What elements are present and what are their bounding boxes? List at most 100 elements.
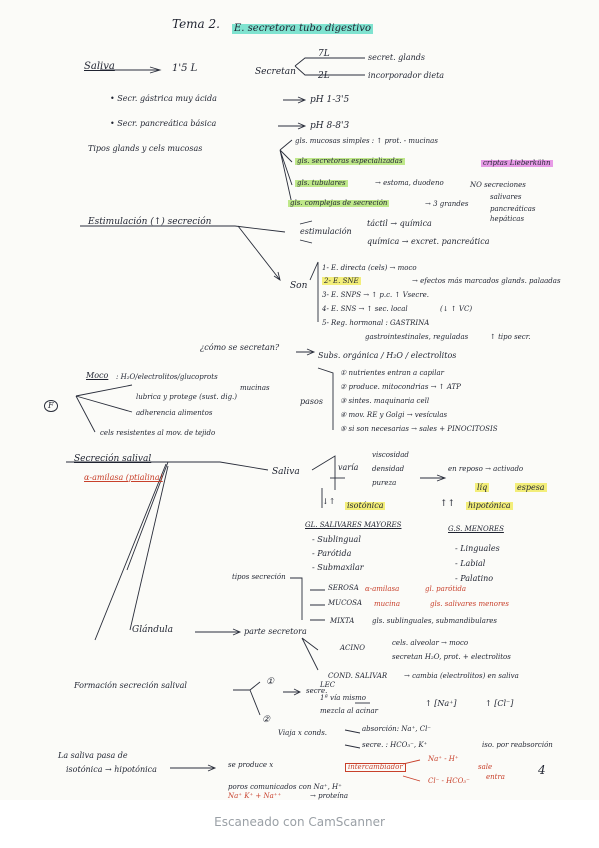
moco-item-3: cels resistentes al mov. de tejido — [100, 429, 216, 437]
salivares-text: salivares — [490, 193, 522, 201]
conducto-label: COND. SALIVAR — [328, 672, 388, 680]
estim-list-1: 1- E. directa (cels) → moco — [322, 264, 417, 272]
amount-7l: 7L — [318, 49, 330, 59]
param-densidad: densidad — [372, 465, 405, 473]
pancreatic-ph: pH 8-8'3 — [310, 121, 350, 131]
pasa-line2: isotónica → hipotónica — [66, 765, 157, 774]
lec-2: 1ª vía mismo — [320, 694, 366, 702]
mayores-3: - Submaxilar — [312, 563, 364, 572]
estim-tipo-secr: ↑ tipo secr. — [490, 333, 531, 341]
estim-label: Estimulación (↑) secreción — [88, 217, 212, 227]
dest-incorporador: incorporador dieta — [368, 71, 445, 80]
page-number: 4 — [538, 763, 546, 777]
subject-title: E. secretora tubo digestivo — [232, 23, 373, 34]
mucosa-red: mucina — [374, 600, 400, 608]
dest-secret-glands: secret. glands — [368, 53, 426, 62]
como-subs: Subs. orgánica / H₂O / electrolitos — [318, 351, 457, 360]
mixta-dest: gls. sublinguales, submandibulares — [372, 617, 498, 625]
paso-5: ⑤ si son necesarias → sales + PINOCITOSI… — [340, 425, 498, 433]
tipos-secrecion: tipos secreción — [232, 573, 286, 581]
mayores-label: GL. SALIVARES MAYORES — [305, 521, 402, 529]
moco-label: Moco — [86, 371, 109, 380]
amylase-text: α-amilasa (ptialina) — [84, 473, 163, 482]
hepaticas-text: hepáticas — [490, 215, 525, 223]
no-secreciones: NO secreciones — [470, 181, 526, 189]
notebook-page — [0, 0, 599, 800]
gland-item-3: gls. tubulares — [295, 179, 348, 187]
pasa-line1: La saliva pasa de — [58, 751, 128, 760]
estim-tactil: táctil → química — [367, 219, 432, 228]
paso-4: ④ mov. RE y Golgi → vesículas — [340, 411, 448, 419]
reposo-activado: en reposo → activado — [448, 465, 524, 473]
gland-item-2: gls. secretoras especializadas — [295, 157, 405, 165]
espesa-label: espesa — [515, 483, 547, 492]
param-viscosidad: viscosidad — [372, 451, 409, 459]
mixta-label: MIXTA — [330, 617, 355, 625]
acino-1: cels. alveolar → moco — [392, 639, 469, 647]
mucosa-label: MUCOSA — [328, 599, 363, 607]
mucosa-dest: gls. salivares menores — [430, 600, 510, 608]
serosa-red: α-amilasa — [365, 585, 400, 593]
estim-list-5: 5- Reg. hormonal : GASTRINA — [322, 319, 430, 327]
secretan-label: Secretan — [255, 67, 296, 77]
paso-2: ② produce. mitocondrias → ↑ ATP — [340, 383, 461, 391]
down-arrow: ↓↑ — [322, 497, 336, 506]
lec-label: LEC — [320, 681, 336, 689]
formacion-label: Formación secreción salival — [74, 681, 187, 690]
scanner-watermark: Escaneado con CamScanner — [214, 815, 385, 829]
poros-label-2: Na⁺ K⁺ + Na⁺⁺ — [228, 792, 282, 800]
estim-list-4: 4- E. SNS → ↑ sec. local — [322, 305, 408, 313]
intercambiador-box: intercambiador — [345, 763, 406, 772]
secrecion-label: Secreción salival — [74, 454, 152, 464]
moco-marker: F — [44, 400, 58, 412]
up-arrows: ↑↑ — [440, 499, 456, 509]
liq-label: líq — [475, 483, 490, 492]
cl-entra: entra — [486, 773, 505, 781]
param-pureza: pureza — [372, 479, 397, 487]
mayores-1: - Sublingual — [312, 535, 361, 544]
saliva-node: Saliva — [272, 467, 300, 477]
handwritten-lines — [66, 57, 447, 782]
nah-sale: sale — [478, 763, 493, 771]
gastric-ph: pH 1-3'5 — [310, 95, 350, 105]
menores-1: - Linguales — [455, 544, 500, 553]
tres-grandes: → 3 grandes — [425, 200, 469, 208]
step-1-secre: secre. — [306, 687, 328, 695]
hipotonica-label: hipotónica — [466, 501, 513, 510]
paso-1: ① nutrientes entran a capilar — [340, 369, 445, 377]
serosa-label: SEROSA — [328, 584, 359, 592]
estim-list-2: 2- E. SNE — [322, 277, 361, 285]
estim-list-3: 3- E. SNPS → ↑ p.c. ↑ Vsecre. — [322, 291, 430, 299]
estim-vasoc: (↓ ↑ VC) — [440, 305, 473, 313]
iso-label: iso. por reabsorción — [482, 741, 553, 749]
ion-na: ↑ [Na⁺] — [425, 699, 457, 708]
acino-label: ACINO — [340, 644, 366, 652]
parte-secretora: parte secretora — [244, 627, 307, 636]
poros-label: poros comunicados con Na⁺, H⁺ — [228, 783, 342, 791]
sne-note: → efectos más marcados glands. palaadas — [412, 277, 561, 285]
estim-git: gastrointestinales, reguladas — [365, 333, 469, 341]
serosa-dest: gl. parótida — [425, 585, 467, 593]
estomago-text: → estoma, duodeno — [375, 179, 444, 187]
moco-mucinas: mucinas — [240, 384, 270, 392]
estim-quimica: química → excret. pancreática — [367, 237, 490, 246]
menores-2: - Labial — [455, 559, 486, 568]
step-1: ① — [266, 677, 275, 687]
gland-item-1: gls. mucosas simples : ↑ prot. - mucinas — [295, 137, 438, 145]
moco-item-1: lubrica y protege (sust. dig.) — [136, 393, 238, 401]
pasos-label: pasos — [300, 397, 323, 406]
son-label: Son — [290, 281, 308, 291]
saliva-volume: 1'5 L — [172, 63, 198, 74]
como-question: ¿cómo se secretan? — [200, 343, 280, 352]
saliva-label: Saliva — [84, 61, 115, 72]
viaja-label: Viaja x conds. — [278, 729, 328, 737]
secrec-label: secre. : HCO₃⁻, K⁺ — [362, 741, 428, 749]
amount-2l: 2L — [318, 71, 330, 81]
step-2: ② — [262, 715, 271, 725]
varia-label: varía — [338, 463, 359, 472]
absorcion-label: absorción: Na⁺, Cl⁻ — [362, 725, 432, 733]
estim-by: estimulación — [300, 227, 352, 236]
moco-item-2: adherencia alimentos — [136, 409, 213, 417]
gastric-text: • Secr. gástrica muy ácida — [110, 94, 217, 103]
acino-2: secretan H₂O, prot. + electrolitos — [392, 653, 511, 661]
